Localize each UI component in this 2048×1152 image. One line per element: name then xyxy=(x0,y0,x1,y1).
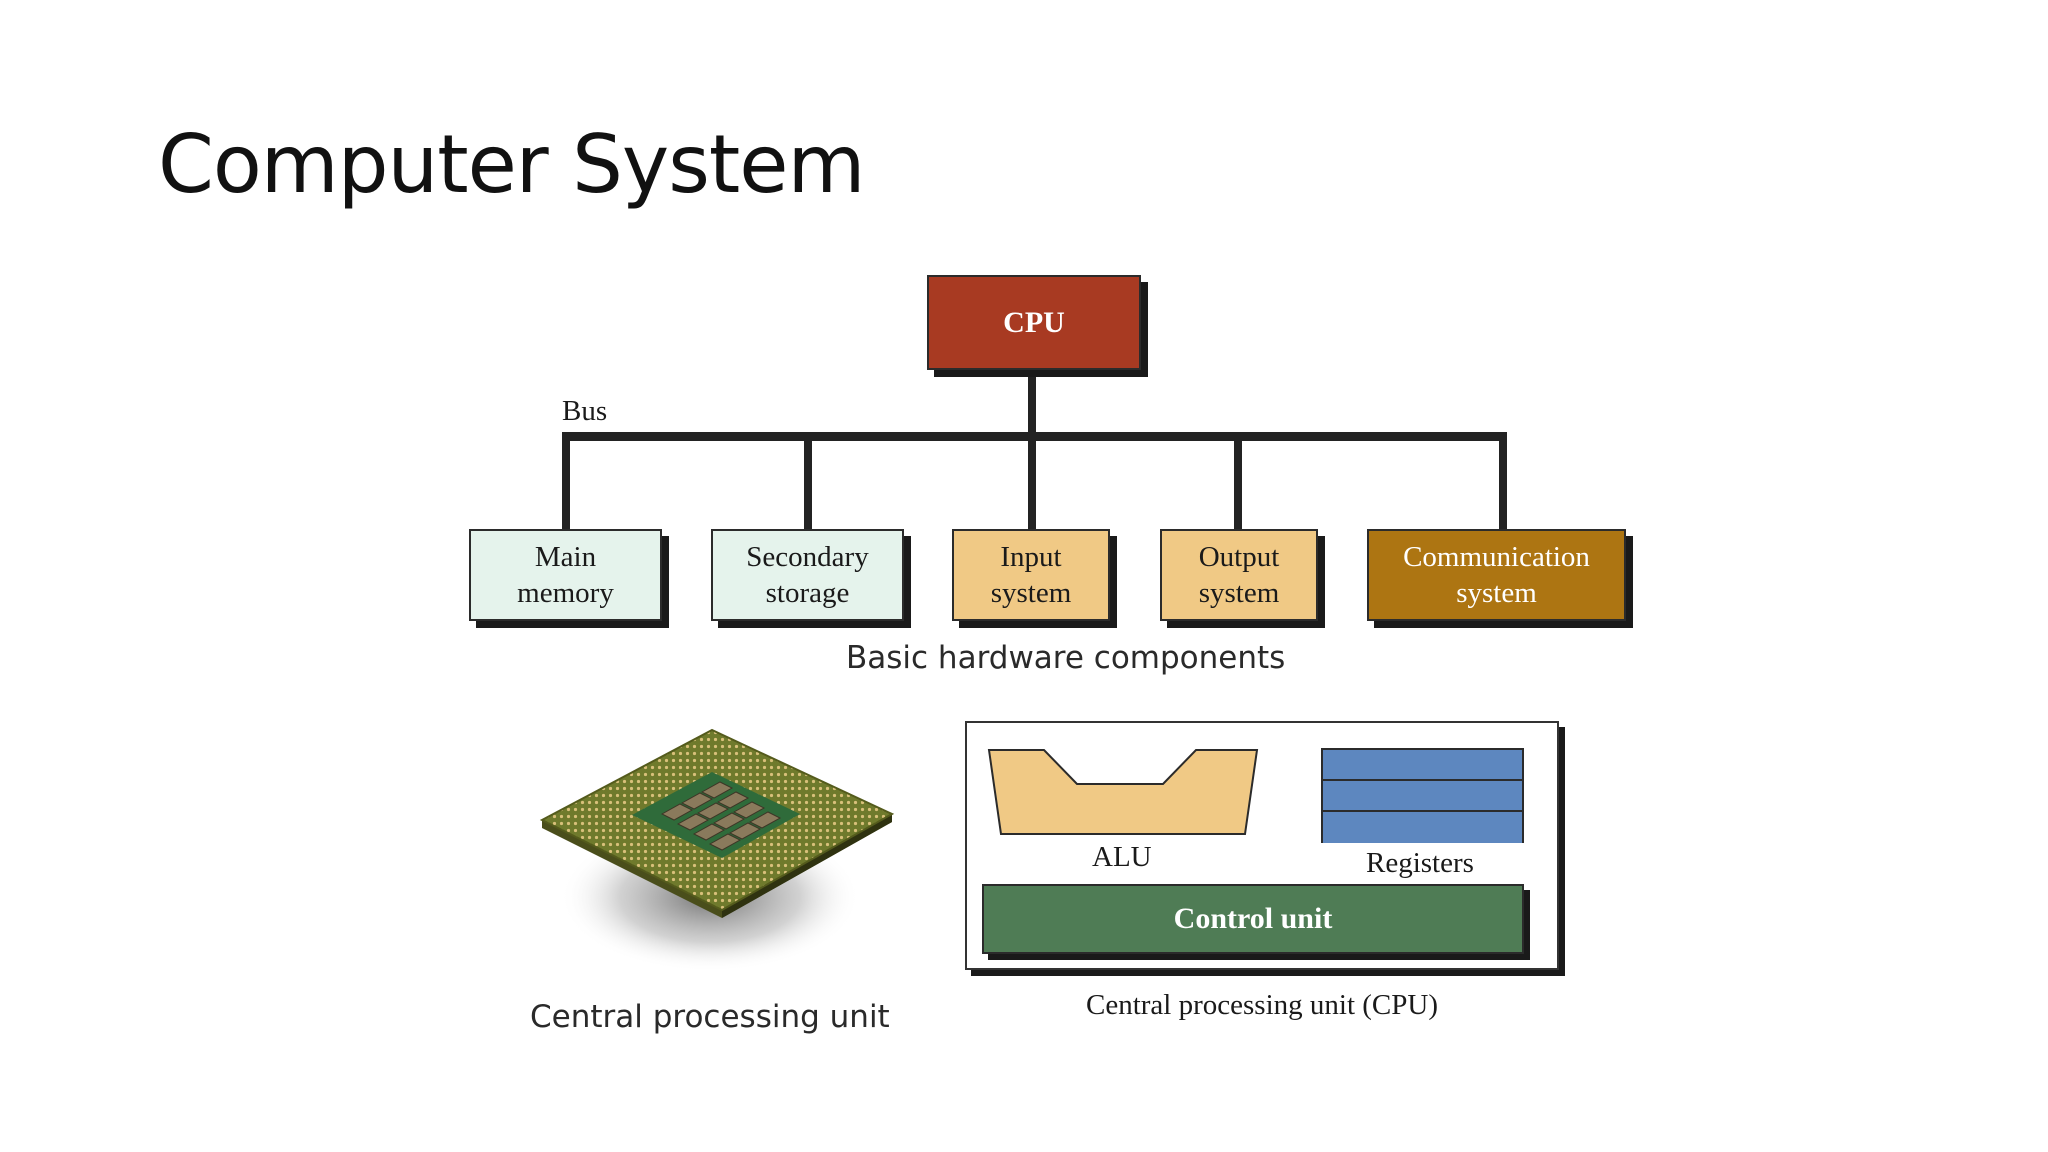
component-label-line1: Secondary xyxy=(746,541,869,573)
register-row xyxy=(1323,812,1522,843)
slide-title: Computer System xyxy=(158,118,865,211)
control-unit-box: Control unit xyxy=(982,884,1524,954)
cpu-bus-connector xyxy=(1028,370,1036,442)
register-row xyxy=(1323,781,1522,812)
hardware-caption: Basic hardware components xyxy=(846,640,1286,676)
cpu-detail-caption: Central processing unit (CPU) xyxy=(1086,989,1438,1021)
component-main-memory: Main memory xyxy=(469,529,662,621)
component-output-system: Output system xyxy=(1160,529,1318,621)
component-communication-system: Communication system xyxy=(1367,529,1626,621)
alu-shape xyxy=(987,749,1259,835)
register-row xyxy=(1323,750,1522,781)
bus-drop-storage xyxy=(804,432,812,531)
alu-label: ALU xyxy=(1092,841,1152,873)
bus-drop-communication xyxy=(1499,432,1507,531)
cpu-chip-image xyxy=(539,728,895,972)
component-label-line2: memory xyxy=(517,577,614,609)
component-label-line1: Main xyxy=(534,541,597,573)
bus-drop-input xyxy=(1028,432,1036,531)
component-label-line2: storage xyxy=(765,577,850,609)
component-secondary-storage: Secondary storage xyxy=(711,529,904,621)
cpu-box-label: CPU xyxy=(1003,305,1065,339)
component-label-line1: Input xyxy=(1000,541,1062,573)
control-unit-label: Control unit xyxy=(1173,902,1333,935)
component-label-line1: Output xyxy=(1198,541,1280,573)
registers-label: Registers xyxy=(1366,847,1474,879)
chip-caption: Central processing unit xyxy=(530,999,890,1035)
registers-block xyxy=(1321,748,1524,843)
component-label-line1: Communication xyxy=(1403,541,1590,573)
cpu-box: CPU xyxy=(927,275,1141,370)
component-label-line2: system xyxy=(990,577,1072,609)
bus-label: Bus xyxy=(562,395,608,427)
component-label-line2: system xyxy=(1456,577,1537,609)
bus-drop-memory xyxy=(562,432,570,531)
bus-drop-output xyxy=(1234,432,1242,531)
alu-trapezoid xyxy=(987,749,1259,835)
component-input-system: Input system xyxy=(952,529,1110,621)
component-label-line2: system xyxy=(1198,577,1280,609)
